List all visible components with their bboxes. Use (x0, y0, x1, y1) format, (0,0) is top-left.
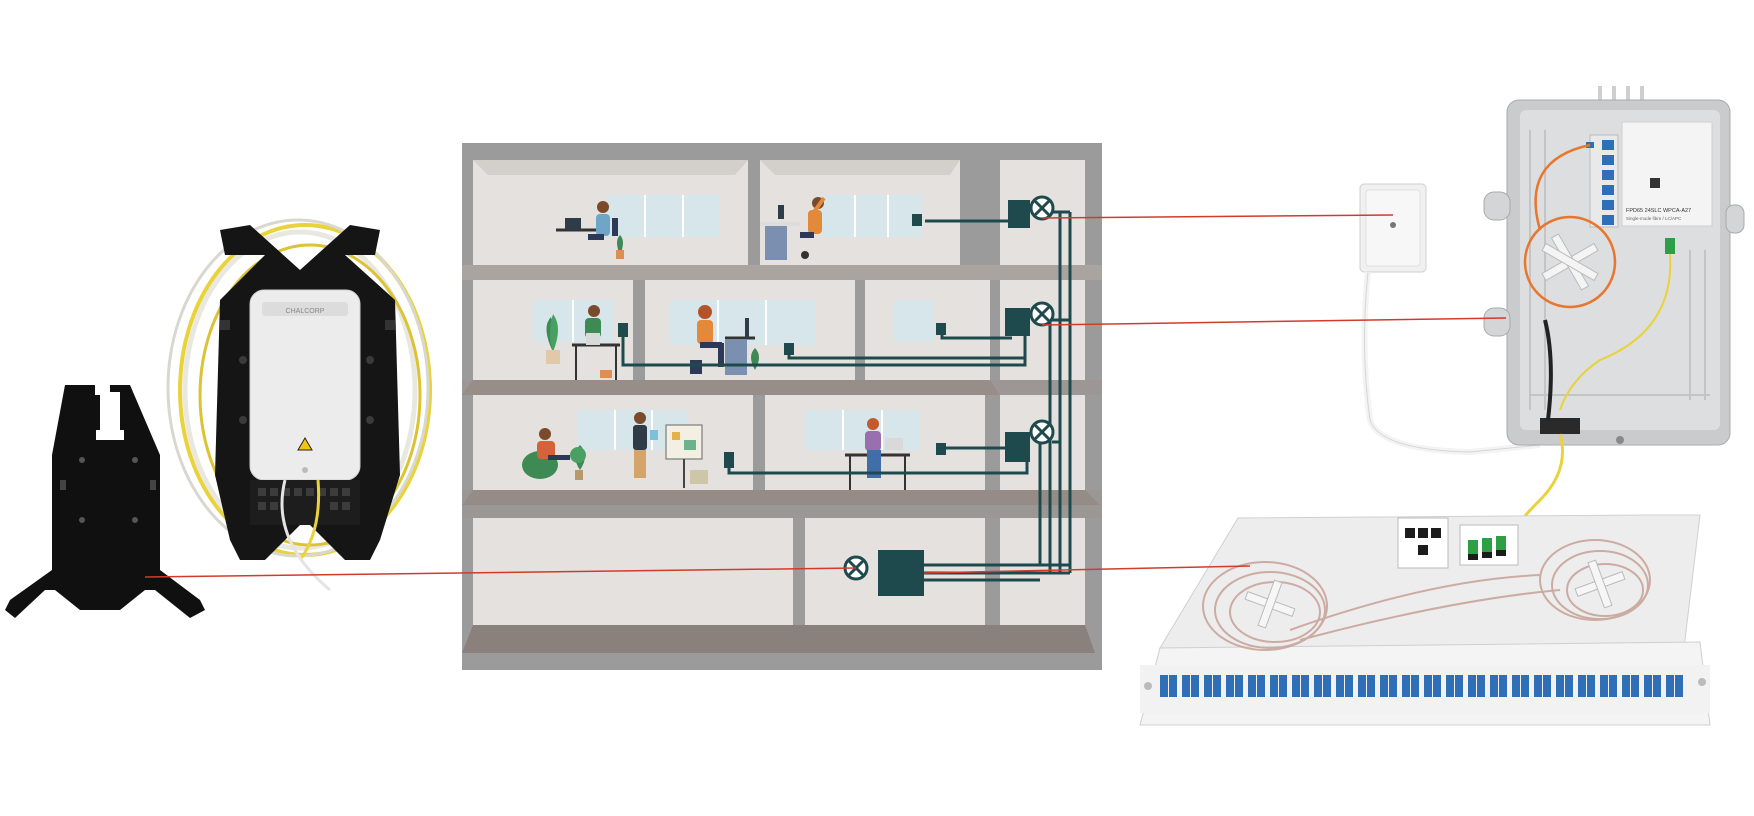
fiber-port-icon (1600, 675, 1608, 697)
fiber-port-icon (1160, 675, 1168, 697)
fiber-port-icon (1345, 675, 1353, 697)
fiber-port-icon (1323, 675, 1331, 697)
fiber-port-icon (1666, 675, 1674, 697)
fiber-port-icon (1521, 675, 1529, 697)
fiber-port-icon (1213, 675, 1221, 697)
person-icon (556, 201, 624, 259)
fiber-port-icon (1411, 675, 1419, 697)
office-workers (522, 196, 910, 490)
fiber-port-icon (1402, 675, 1410, 697)
fiber-outlet-icon (1359, 183, 1541, 456)
person-icon (522, 412, 708, 488)
fiber-port-icon (1644, 675, 1652, 697)
outlet-icon (784, 343, 794, 355)
outlet-icon (912, 214, 922, 226)
fiber-port-icon (1490, 675, 1498, 697)
fiber-port-icon (1477, 675, 1485, 697)
outlet-icon (724, 452, 734, 468)
floor-distribution-boxes (878, 200, 1030, 596)
fiber-port-icon (1204, 675, 1212, 697)
fiber-port-icon (1543, 675, 1551, 697)
box-label-text: FPD65 24SLC WPCA-A27 (1626, 208, 1691, 214)
fiber-port-icon (1587, 675, 1595, 697)
fiber-port-icon (1182, 675, 1190, 697)
device-link-lines (144, 214, 1507, 578)
wall-mount-plate-icon (5, 385, 205, 618)
fiber-port-icon (1499, 675, 1507, 697)
fiber-port-icon (1358, 675, 1366, 697)
box-label-subtext: Single-mode fibre / LC/APC (1626, 216, 1682, 221)
floor-box-icon (1008, 200, 1030, 228)
fiber-port-icon (1367, 675, 1375, 697)
person-icon (760, 196, 826, 260)
fiber-port-icon (1446, 675, 1454, 697)
front-port-row (1160, 675, 1683, 697)
outlet-icon (936, 443, 946, 455)
link-line (1041, 214, 1394, 219)
fiber-port-icon (1336, 675, 1344, 697)
link-line (144, 567, 857, 578)
splitter-icon (1029, 301, 1055, 327)
box-brand-text: CHALCORP (286, 308, 325, 315)
fiber-port-icon (1609, 675, 1617, 697)
fiber-port-icon (1248, 675, 1256, 697)
splitter-symbols (843, 195, 1055, 581)
fiber-port-icon (1270, 675, 1278, 697)
person-icon (546, 305, 620, 380)
fiber-port-icon (1622, 675, 1630, 697)
fiber-port-icon (1279, 675, 1287, 697)
fiber-port-icon (1235, 675, 1243, 697)
fiber-port-icon (1191, 675, 1199, 697)
fiber-port-icon (1556, 675, 1564, 697)
link-line (923, 565, 1251, 574)
fiber-wall-outlets (618, 214, 946, 468)
main-distribution-box-icon (878, 550, 924, 596)
fiber-port-icon (1169, 675, 1177, 697)
fiber-port-icon (1424, 675, 1432, 697)
splitter-icon (1029, 195, 1055, 221)
fiber-port-icon (1468, 675, 1476, 697)
floor-box-icon (1005, 432, 1030, 462)
fiber-termination-box-icon: FPD65 24SLC WPCA-A27 Single-mode fibre /… (1483, 86, 1745, 531)
fiber-port-icon (1226, 675, 1234, 697)
fiber-port-icon (1565, 675, 1573, 697)
fiber-port-icon (1389, 675, 1397, 697)
fiber-port-icon (1578, 675, 1586, 697)
fiber-port-icon (1534, 675, 1542, 697)
link-line (1041, 317, 1507, 326)
fiber-port-icon (1455, 675, 1463, 697)
fiber-port-icon (1653, 675, 1661, 697)
fiber-port-icon (1631, 675, 1639, 697)
fiber-port-icon (1380, 675, 1388, 697)
fiber-port-icon (1314, 675, 1322, 697)
splitter-icon (1029, 419, 1055, 445)
fiber-port-icon (1257, 675, 1265, 697)
rack-patch-panel-icon (1139, 514, 1711, 726)
internal-fiber-network (621, 210, 1072, 582)
outlet-icon (936, 323, 946, 335)
fiber-port-icon (1301, 675, 1309, 697)
fiber-port-icon (1675, 675, 1683, 697)
building (462, 143, 1102, 670)
fiber-port-icon (1292, 675, 1300, 697)
fiber-port-icon (1433, 675, 1441, 697)
person-icon (845, 418, 910, 490)
outdoor-distribution-box-icon: CHALCORP (166, 218, 432, 592)
floor-box-icon (1005, 308, 1030, 336)
fiber-port-icon (1512, 675, 1520, 697)
outlet-icon (618, 323, 628, 337)
